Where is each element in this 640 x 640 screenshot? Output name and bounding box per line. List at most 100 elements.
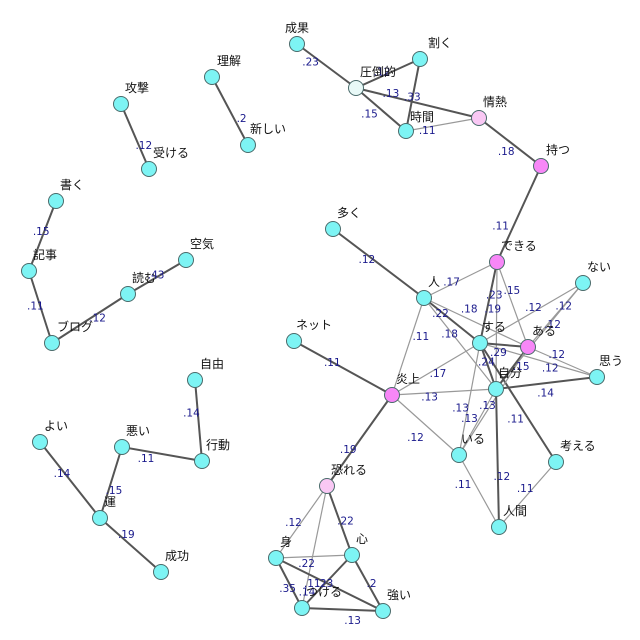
node-dekiru[interactable] (489, 254, 505, 270)
node-jonetsu[interactable] (471, 110, 487, 126)
node-label-kangaeru: 考える (560, 439, 596, 453)
edge-osoreru-tsukeru (301, 485, 328, 609)
edge-weight-label: .23 (302, 57, 319, 69)
edge-waku-jikan (405, 58, 421, 132)
node-seikou[interactable] (153, 564, 169, 580)
edge-weight-label: .17 (430, 368, 447, 380)
node-yoi[interactable] (32, 434, 48, 450)
edge-suru-aru (479, 342, 529, 348)
edge-weight-label: .23 (486, 289, 503, 301)
edge-weight-label: .22 (337, 516, 354, 528)
edge-jibun-ningen (495, 388, 500, 528)
edge-weight-label: .15 (503, 285, 520, 297)
node-blog[interactable] (44, 335, 60, 351)
node-kiji[interactable] (21, 263, 37, 279)
node-label-enjou: 炎上 (396, 372, 420, 386)
edge-attoteki-jonetsu (355, 87, 480, 119)
node-rikai[interactable] (204, 69, 220, 85)
edge-weight-label: .18 (441, 328, 458, 340)
node-hito[interactable] (416, 290, 432, 306)
edge-weight-label: .12 (358, 254, 375, 266)
edge-weight-label: .22 (432, 308, 449, 320)
node-attoteki[interactable] (348, 80, 364, 96)
node-yomu[interactable] (120, 286, 136, 302)
node-jibun[interactable] (488, 381, 504, 397)
node-ooku[interactable] (325, 221, 341, 237)
node-label-kiji: 記事 (33, 247, 57, 262)
node-aru[interactable] (520, 339, 536, 355)
node-jikan[interactable] (398, 123, 414, 139)
edge-weight-label: .33 (404, 92, 421, 104)
edge-weight-label: .13 (344, 615, 361, 627)
edge-hito-dekiru (423, 261, 498, 299)
node-kaku[interactable] (48, 193, 64, 209)
node-label-jiyuu: 自由 (200, 357, 224, 371)
edge-enjou-osoreru (326, 394, 393, 487)
node-waku[interactable] (412, 51, 428, 67)
node-label-jikan: 時間 (410, 110, 434, 124)
edge-weight-label: .11 (304, 578, 321, 590)
edge-net-enjou (293, 340, 393, 396)
edge-suru-kangaeru (479, 342, 557, 463)
node-label-hito: 人 (428, 275, 440, 289)
node-label-ooku: 多く (337, 206, 361, 220)
edge-weight-label: .17 (443, 276, 460, 288)
edge-osoreru-kokoro (326, 485, 353, 556)
edge-weight-label: .35 (279, 583, 296, 595)
node-seika[interactable] (289, 36, 305, 52)
node-label-seika: 成果 (285, 21, 309, 35)
edge-weight-label: .2 (366, 578, 376, 590)
node-nai[interactable] (575, 275, 591, 291)
edge-weight-label: .18 (461, 304, 478, 316)
node-ukeru[interactable] (141, 161, 157, 177)
edge-weight-label: .13 (421, 392, 438, 404)
edge-weight-label: .11 (27, 300, 44, 312)
node-mi[interactable] (268, 550, 284, 566)
node-label-un: 運 (104, 495, 116, 509)
node-label-nai: ない (587, 260, 611, 274)
edge-hito-suru (423, 297, 481, 344)
edge-blog-yomu (51, 293, 129, 344)
node-tsukeru[interactable] (294, 600, 310, 616)
edge-weight-label: .29 (490, 347, 507, 359)
edge-osoreru-mi (275, 485, 328, 559)
edge-weight-label: .19 (484, 303, 501, 315)
node-koudou[interactable] (194, 453, 210, 469)
node-label-iru: いる (461, 432, 485, 446)
node-atarashii[interactable] (240, 137, 256, 153)
node-net[interactable] (286, 333, 302, 349)
edge-jiyuu-koudou (194, 379, 203, 462)
edge-weight-label: .22 (298, 558, 315, 570)
node-un[interactable] (92, 510, 108, 526)
node-iru[interactable] (451, 447, 467, 463)
edge-weight-label: .13 (461, 413, 478, 425)
node-kougeki[interactable] (113, 96, 129, 112)
edge-jibun-enjou (391, 388, 497, 396)
node-suru[interactable] (472, 335, 488, 351)
edge-hito-enjou (391, 297, 425, 396)
node-label-ukeru: 受ける (153, 146, 189, 160)
node-motsu[interactable] (533, 158, 549, 174)
edge-weight-label: .15 (106, 485, 123, 497)
edge-weight-label: .11 (507, 413, 524, 425)
node-kuuki[interactable] (178, 252, 194, 268)
node-label-rikai: 理解 (217, 54, 241, 68)
edge-weight-label: .12 (542, 362, 559, 374)
node-kokoro[interactable] (344, 547, 360, 563)
node-warui[interactable] (114, 439, 130, 455)
node-omou[interactable] (589, 369, 605, 385)
node-jiyuu[interactable] (187, 372, 203, 388)
edge-rikai-atarashii (211, 76, 249, 146)
edge-aru-jibun (495, 346, 529, 390)
node-tsuyoi[interactable] (375, 603, 391, 619)
node-enjou[interactable] (384, 387, 400, 403)
edge-warui-un (99, 446, 123, 519)
edge-ooku-hito (332, 228, 425, 299)
node-label-kokoro: 心 (356, 532, 368, 546)
node-kangaeru[interactable] (548, 454, 564, 470)
node-ningen[interactable] (491, 519, 507, 535)
node-label-jibun: 自分 (498, 366, 522, 380)
edge-weight-label: .15 (361, 109, 378, 121)
node-osoreru[interactable] (319, 478, 335, 494)
